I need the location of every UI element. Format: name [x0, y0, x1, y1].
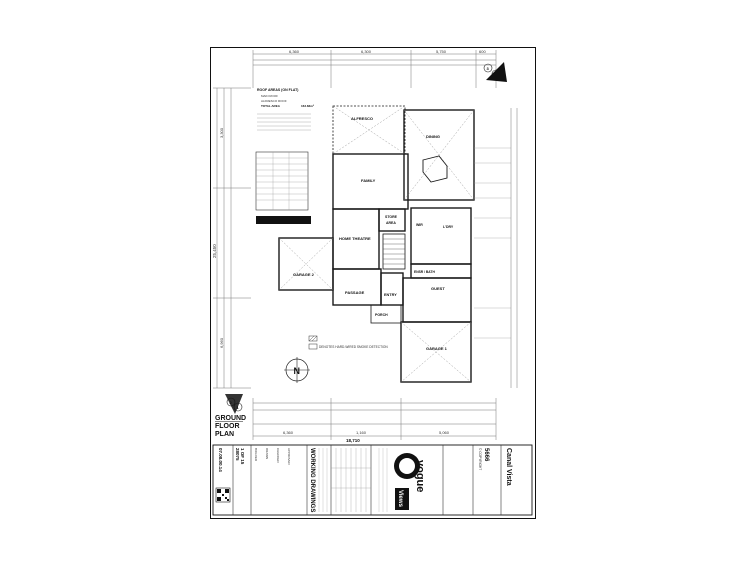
- room-store: STORE: [385, 215, 398, 219]
- dim-bottom-right: 5,060: [439, 430, 450, 435]
- north-compass: N: [284, 357, 310, 383]
- copyright-label: © COPYRIGHT: [478, 448, 482, 470]
- svg-text:163.83m²: 163.83m²: [301, 104, 314, 108]
- bottom-dimension-lines: [252, 398, 497, 440]
- room-ensuite-bath: ENSR / BATH: [414, 270, 435, 274]
- dim-bottom-mid: 1,160: [356, 430, 367, 435]
- svg-text:MAIN ROOF: MAIN ROOF: [261, 94, 278, 98]
- left-dimension-lines: [213, 87, 251, 389]
- section-marker-bottom: 2 1: [225, 394, 243, 414]
- room-garage-1: GARAGE 1: [426, 346, 448, 351]
- brand-name: vogue: [414, 460, 426, 492]
- svg-text:1: 1: [237, 405, 240, 410]
- walls: [278, 105, 475, 383]
- drawing-stage: WORKING DRAWINGS: [309, 448, 315, 512]
- room-alfresco: ALFRESCO: [351, 116, 373, 121]
- top-dimension-lines: [252, 50, 497, 88]
- svg-text:ROOF AREAS (ON FLAT): ROOF AREAS (ON FLAT): [257, 88, 298, 92]
- approved-label: APPROVED: [287, 448, 291, 466]
- project-name: Canal Vista: [505, 448, 512, 486]
- builder-label: BUILDER: [254, 448, 258, 462]
- checked-label: CHECKED: [276, 448, 280, 464]
- qr-code: [215, 487, 231, 503]
- compass-north-label: N: [294, 366, 301, 376]
- right-annotations: [474, 147, 511, 339]
- vogue-views-logo: vogue Views: [378, 448, 426, 512]
- job-number: 28075: [235, 448, 240, 461]
- view-title-floor: FLOOR: [215, 423, 240, 430]
- drawn-label: DRAWN: [265, 448, 269, 459]
- view-title-ground: GROUND: [215, 415, 246, 422]
- room-entry: ENTRY: [384, 293, 397, 297]
- dim-top-right: 5,750: [436, 49, 447, 54]
- dim-bottom-left: 6,360: [283, 430, 294, 435]
- room-area: AREA: [386, 221, 396, 225]
- room-wir: WIR: [416, 223, 423, 227]
- garage-diagonals: [278, 105, 475, 383]
- dim-bottom-total: 18,710: [346, 438, 360, 443]
- brand-sub: Views: [397, 490, 403, 508]
- floor-plan-drawing: 6,360 6,300 5,750 600 25,450 3,300 6,960…: [212, 49, 533, 516]
- right-dimension-lines: [510, 108, 518, 388]
- title-block: 1 OF 15 28075 07.08.00.14 BUILDER DRAWN …: [212, 444, 533, 516]
- room-dining: DINING: [426, 134, 440, 139]
- room-laundry: L'DRY: [443, 225, 454, 229]
- svg-text:TOTAL AREA: TOTAL AREA: [261, 104, 281, 108]
- roof-area-notes: ROOF AREAS (ON FLAT) MAIN ROOF ALFRESCO …: [255, 88, 314, 224]
- room-family: FAMILY: [361, 178, 376, 183]
- sheet-number: 1 OF 15: [240, 448, 245, 465]
- view-title-plan: PLAN: [215, 431, 234, 438]
- section-marker-top: 3 4: [483, 62, 507, 82]
- issue-date: 07.08.00.14: [218, 448, 223, 472]
- drawing-sheet: 6,360 6,300 5,750 600 25,450 3,300 6,960…: [210, 47, 536, 519]
- dim-top-mid: 6,300: [361, 49, 372, 54]
- dim-top-left: 6,360: [289, 49, 300, 54]
- room-porch: PORCH: [375, 313, 388, 317]
- lot-number: 5666: [483, 448, 489, 462]
- svg-text:ALFRESCO ROOF: ALFRESCO ROOF: [261, 99, 287, 103]
- dim-left-lower: 6,960: [219, 337, 224, 348]
- dim-left-upper: 3,300: [219, 127, 224, 138]
- smoke-detection-legend: DENOTES HARD-WIRED SMOKE DETECTION: [308, 335, 388, 350]
- stair-treads: [383, 238, 405, 265]
- dim-left-total: 25,450: [212, 244, 217, 258]
- svg-text:DENOTES HARD-WIRED SMOKE DETEC: DENOTES HARD-WIRED SMOKE DETECTION: [319, 345, 388, 349]
- room-guest: GUEST: [431, 286, 445, 291]
- svg-text:3: 3: [487, 66, 490, 71]
- room-home-theatre: HOME THEATRE: [339, 236, 371, 241]
- room-passage: PASSAGE: [345, 290, 365, 295]
- revisions-table: [331, 448, 371, 512]
- room-garage-2: GARAGE 2: [293, 272, 315, 277]
- dim-top-far-right: 600: [479, 49, 486, 54]
